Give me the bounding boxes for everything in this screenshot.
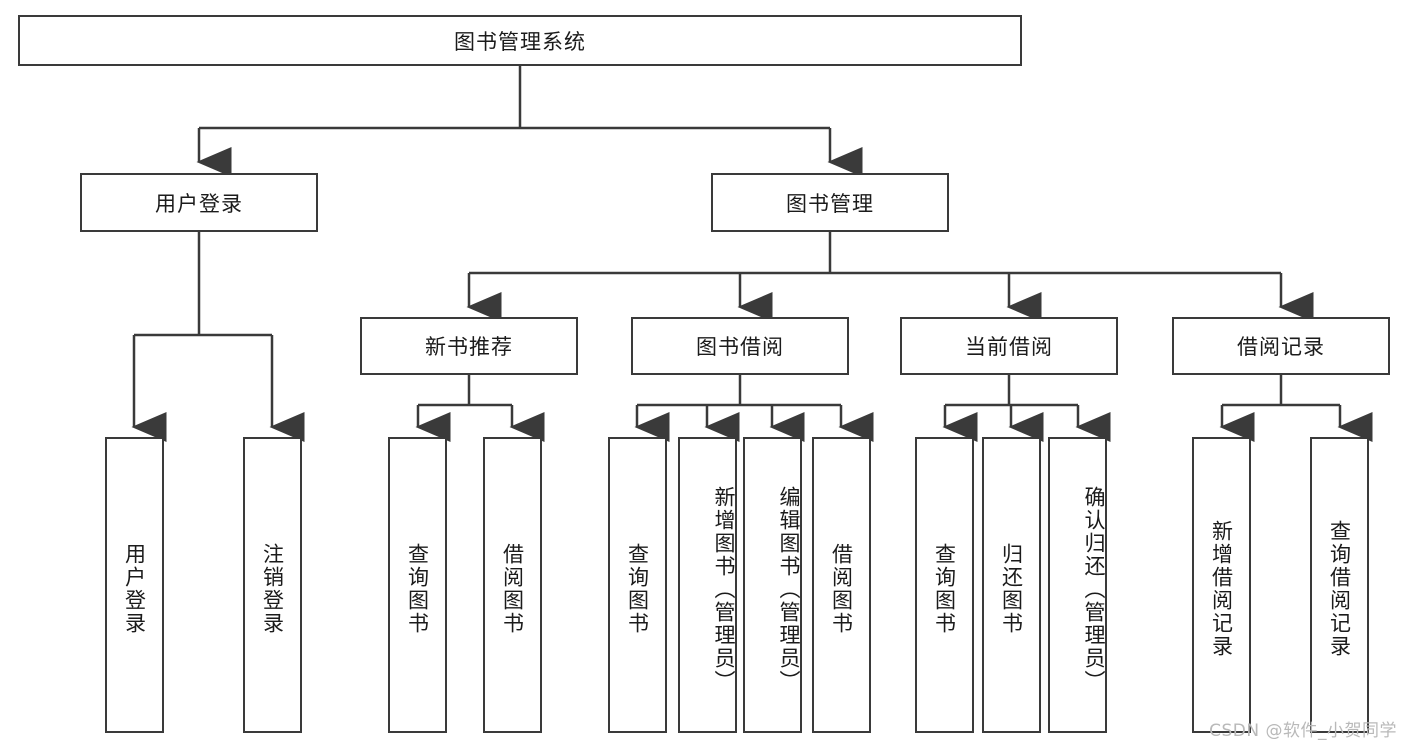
leaf-borrow-record-add-record[interactable]: 新增借阅记录 [1192, 437, 1251, 733]
node-book-borrow[interactable]: 图书借阅 [631, 317, 849, 375]
node-label: 新书推荐 [425, 335, 513, 359]
node-borrow-record[interactable]: 借阅记录 [1172, 317, 1390, 375]
leaf-new-book-borrow-book[interactable]: 借阅图书 [483, 437, 542, 733]
leaf-book-borrow-add-book-admin[interactable]: 新增图书（管理员） [678, 437, 737, 733]
node-label: 查询图书 [932, 543, 957, 635]
leaf-current-borrow-return-book[interactable]: 归还图书 [982, 437, 1041, 733]
leaf-current-borrow-query-book[interactable]: 查询图书 [915, 437, 974, 733]
node-current-borrow[interactable]: 当前借阅 [900, 317, 1118, 375]
node-label: 用户登录 [122, 543, 147, 635]
node-label: 图书管理 [786, 191, 874, 216]
node-label: 新增图书（管理员） [712, 485, 736, 693]
node-label: 查询借阅记录 [1327, 520, 1352, 658]
node-label: 查询图书 [405, 543, 430, 635]
node-label: 图书管理系统 [454, 29, 586, 54]
leaf-user-login-login[interactable]: 用户登录 [105, 437, 164, 733]
node-label: 新增借阅记录 [1209, 520, 1234, 658]
leaf-book-borrow-query-book[interactable]: 查询图书 [608, 437, 667, 733]
node-book-management[interactable]: 图书管理 [711, 173, 949, 232]
node-label: 注销登录 [260, 543, 285, 635]
leaf-current-borrow-confirm-return-admin[interactable]: 确认归还（管理员） [1048, 437, 1107, 733]
node-label: 确认归还（管理员） [1082, 485, 1106, 693]
node-label: 图书借阅 [696, 335, 784, 359]
node-label: 查询图书 [625, 543, 650, 635]
leaf-book-borrow-edit-book-admin[interactable]: 编辑图书（管理员） [743, 437, 802, 733]
node-user-login[interactable]: 用户登录 [80, 173, 318, 232]
node-label: 编辑图书（管理员） [777, 485, 801, 693]
node-label: 借阅图书 [829, 543, 854, 635]
leaf-user-login-logout[interactable]: 注销登录 [243, 437, 302, 733]
leaf-new-book-query-book[interactable]: 查询图书 [388, 437, 447, 733]
leaf-borrow-record-query-record[interactable]: 查询借阅记录 [1310, 437, 1369, 733]
node-root-book-management-system[interactable]: 图书管理系统 [18, 15, 1022, 66]
node-new-book-recommend[interactable]: 新书推荐 [360, 317, 578, 375]
node-label: 当前借阅 [965, 335, 1053, 359]
node-label: 借阅记录 [1237, 335, 1325, 359]
leaf-book-borrow-borrow-book[interactable]: 借阅图书 [812, 437, 871, 733]
node-label: 借阅图书 [500, 543, 525, 635]
node-label: 归还图书 [999, 543, 1024, 635]
node-label: 用户登录 [155, 191, 243, 216]
